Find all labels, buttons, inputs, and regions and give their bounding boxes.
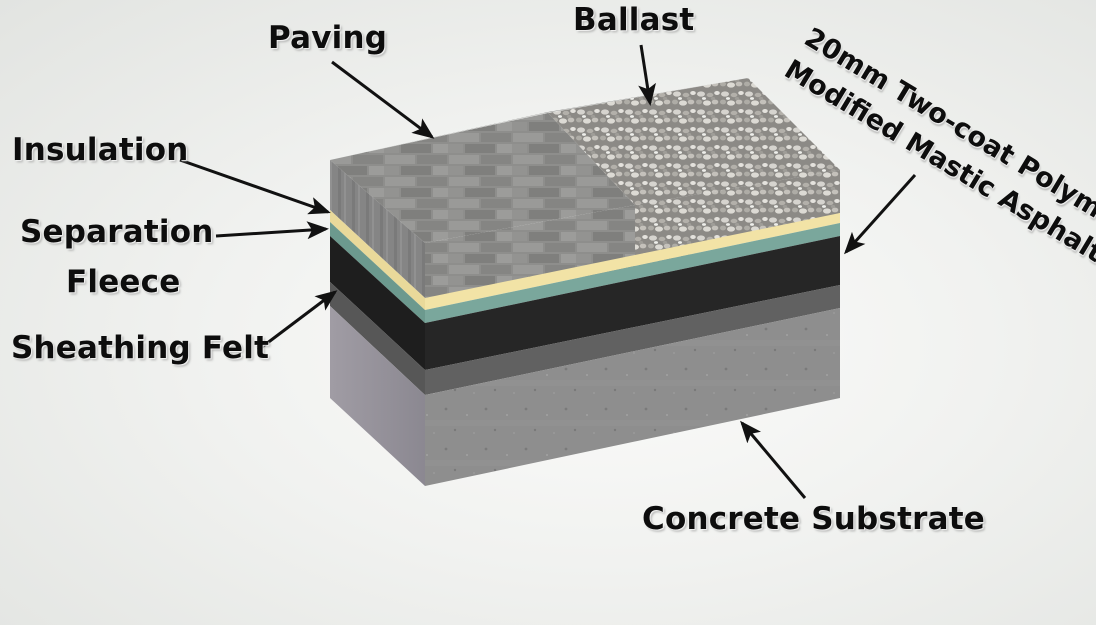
paving-arrow bbox=[331, 60, 435, 139]
concrete-label: Concrete Substrate bbox=[642, 501, 985, 537]
insulation-front bbox=[425, 213, 840, 310]
paving-side bbox=[330, 160, 425, 298]
sheathing-front bbox=[425, 285, 840, 395]
ballast-top bbox=[548, 78, 840, 205]
sheathing-arrow bbox=[257, 290, 338, 352]
asphalt-front bbox=[425, 236, 840, 370]
paving-label: Paving bbox=[268, 20, 388, 56]
concrete-front bbox=[425, 308, 840, 486]
sheathing-side bbox=[330, 282, 425, 395]
sheathing-label: Sheathing Felt bbox=[11, 330, 270, 366]
separation-label-line1: Separation bbox=[20, 214, 214, 250]
ballast-label: Ballast bbox=[573, 2, 695, 38]
label-arrows bbox=[179, 44, 917, 499]
separation-arrow bbox=[215, 221, 329, 240]
concrete-arrow bbox=[740, 420, 807, 499]
ballast-arrow bbox=[638, 44, 656, 106]
insulation-label: Insulation bbox=[12, 132, 189, 168]
separation-front bbox=[425, 223, 840, 323]
concrete-side bbox=[330, 306, 425, 486]
asphalt-arrow bbox=[843, 173, 917, 255]
separation-side bbox=[330, 222, 425, 323]
asphalt-side bbox=[330, 236, 425, 370]
insulation-arrow bbox=[179, 158, 331, 215]
separation-label-line2: Fleece bbox=[66, 264, 181, 300]
insulation-side bbox=[330, 210, 425, 310]
paving-top bbox=[330, 113, 635, 243]
